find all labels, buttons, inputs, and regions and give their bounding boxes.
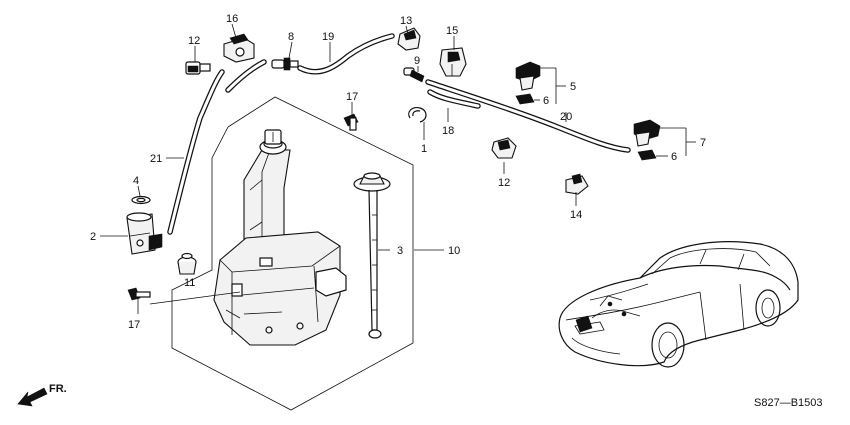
- washer-tank: [213, 129, 347, 346]
- callout-20: 20: [560, 111, 572, 123]
- callout-2: 2: [90, 231, 96, 243]
- callout-6-front: 6: [543, 95, 549, 107]
- callout-6-rear: 6: [671, 151, 677, 163]
- hose-clip-13: [397, 27, 421, 51]
- washer-pump: [126, 212, 163, 255]
- callout-15: 15: [446, 25, 458, 37]
- callout-18: 18: [442, 125, 454, 137]
- callout-5: 5: [570, 81, 576, 93]
- callout-19: 19: [322, 31, 334, 43]
- hose-joint-9: [403, 67, 425, 83]
- callout-7: 7: [700, 137, 706, 149]
- level-gauge: [353, 172, 391, 339]
- hose-joint-12-upper: [185, 61, 211, 75]
- callout-1: 1: [421, 143, 427, 155]
- washer-nozzle-rear: [633, 119, 661, 147]
- callouts: 16 12 8 19 13 15 9 5 6 17 20 18 1 7 6 12…: [90, 13, 706, 331]
- diagram-code: S827—B1503: [754, 397, 823, 409]
- callout-9: 9: [414, 55, 420, 67]
- leader-lines: [100, 23, 696, 314]
- callout-17-lower: 17: [128, 319, 140, 331]
- hose-clip-1: [408, 107, 427, 123]
- callout-4: 4: [133, 175, 139, 187]
- hose-21: [167, 69, 225, 235]
- callout-14: 14: [570, 209, 582, 221]
- hose-joint-8: [271, 57, 299, 71]
- tank-group-outline: [171, 96, 414, 411]
- hose-joint-12-lower: [491, 137, 517, 159]
- callout-12-lower: 12: [498, 177, 510, 189]
- hose-clip-15: [439, 47, 467, 77]
- callout-8: 8: [288, 31, 294, 43]
- callout-3: 3: [397, 245, 403, 257]
- callout-13: 13: [400, 15, 412, 27]
- nozzle-packing-rear: [637, 149, 657, 161]
- front-direction-arrow: FR.: [17, 383, 67, 407]
- callout-17-upper: 17: [346, 91, 358, 103]
- hose-clip-14: [565, 173, 589, 200]
- front-direction-label: FR.: [49, 383, 67, 395]
- hose-clip-16: [223, 33, 255, 63]
- callout-12-upper: 12: [188, 35, 200, 47]
- bolt-lower: [127, 287, 151, 301]
- callout-10: 10: [448, 245, 460, 257]
- callout-11: 11: [184, 277, 195, 289]
- callout-21: 21: [150, 153, 162, 165]
- nozzle-packing-front: [515, 93, 535, 105]
- vehicle-location-illustration: [558, 241, 799, 368]
- callout-16: 16: [226, 13, 238, 25]
- washer-nozzle-front: [515, 61, 541, 91]
- bolt-upper: [343, 113, 359, 131]
- tank-grommet: [177, 252, 197, 275]
